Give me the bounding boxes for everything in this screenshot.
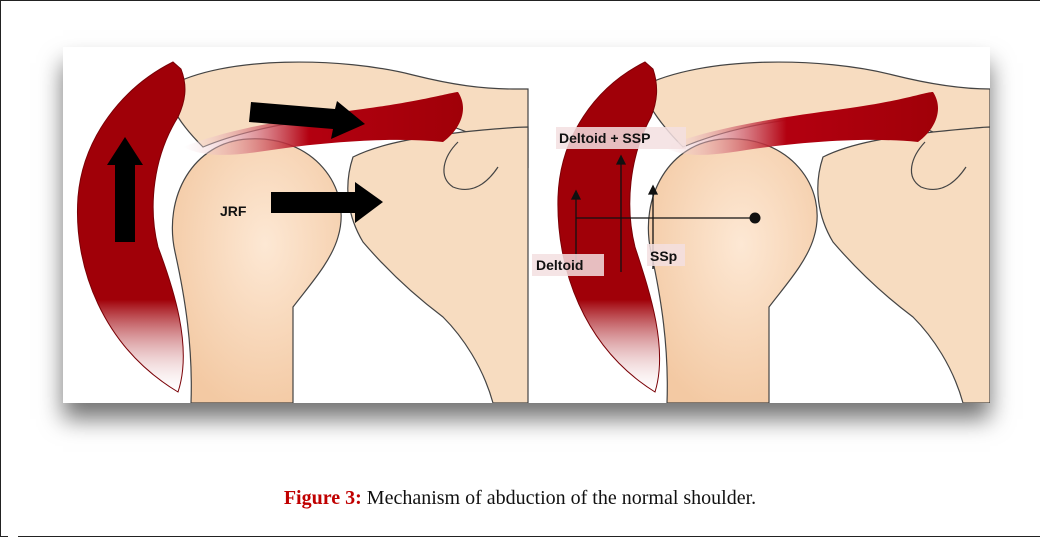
shoulder-figure: JRF (63, 47, 990, 403)
ssp-label: SSp (650, 248, 677, 264)
deltoid-ssp-label: Deltoid + SSP (559, 130, 650, 146)
jrf-label: JRF (220, 203, 247, 219)
deltoid-label: Deltoid (536, 257, 583, 273)
caption-text: Mechanism of abduction of the normal sho… (362, 487, 756, 509)
figure-caption: Figure 3: Mechanism of abduction of the … (0, 487, 1040, 510)
center-of-rotation (750, 213, 761, 224)
figure-number: Figure 3: (284, 487, 362, 509)
